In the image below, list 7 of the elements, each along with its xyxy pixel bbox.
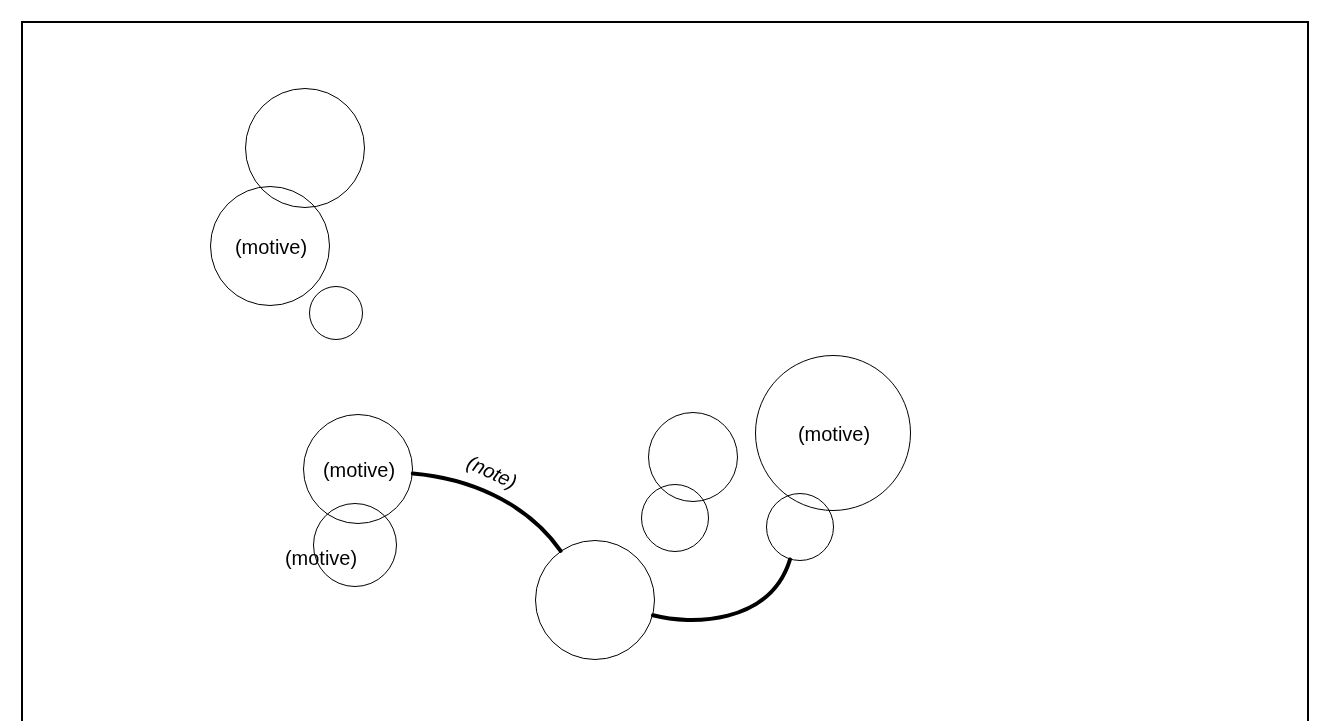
node-label: (motive)	[234, 235, 308, 259]
connector-line	[410, 471, 563, 553]
edge-label: (note)	[463, 451, 521, 493]
node-label: (motive)	[797, 422, 871, 446]
node-label: (motive)	[322, 458, 396, 482]
connector-line	[651, 557, 792, 622]
node-label: (motive)	[284, 546, 358, 570]
